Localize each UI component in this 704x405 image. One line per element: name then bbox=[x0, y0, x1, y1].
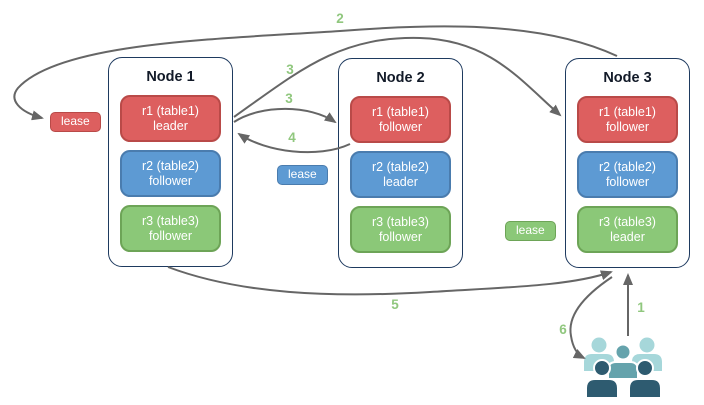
lease-badge-table3: lease bbox=[505, 221, 556, 241]
replica-role: follower bbox=[378, 229, 423, 244]
replica-role: follower bbox=[148, 228, 193, 243]
step-label-6: 6 bbox=[559, 322, 567, 337]
node-3-replica-r2: r2 (table2) follower bbox=[577, 151, 678, 198]
node-2-replica-r1: r1 (table1) follower bbox=[350, 96, 451, 143]
node-1-replica-r1: r1 (table1) leader bbox=[120, 95, 221, 142]
replica-role: follower bbox=[378, 119, 423, 134]
step-label-3a: 3 bbox=[286, 62, 294, 77]
lease-badge-table1: lease bbox=[50, 112, 101, 132]
replica-role: leader bbox=[383, 174, 418, 189]
step-label-1: 1 bbox=[637, 300, 645, 315]
replica-name: r3 (table3) bbox=[372, 214, 429, 229]
node-1-replica-r2: r2 (table2) follower bbox=[120, 150, 221, 197]
arrow-5-node1-to-node3 bbox=[167, 266, 613, 296]
node-3-replica-r3: r3 (table3) leader bbox=[577, 206, 678, 253]
node-3-replica-r1: r1 (table1) follower bbox=[577, 96, 678, 143]
step-label-2: 2 bbox=[336, 11, 344, 26]
step-label-4: 4 bbox=[288, 130, 296, 145]
node-2-replica-r3: r3 (table3) follower bbox=[350, 206, 451, 253]
replica-role: leader bbox=[153, 118, 188, 133]
step-label-3b: 3 bbox=[285, 91, 293, 106]
replica-name: r3 (table3) bbox=[599, 214, 656, 229]
replica-name: r2 (table2) bbox=[372, 159, 429, 174]
step-label-5: 5 bbox=[391, 297, 399, 312]
replica-name: r1 (table1) bbox=[372, 104, 429, 119]
arrow-2-node3-to-lease1 bbox=[13, 25, 618, 121]
replica-name: r3 (table3) bbox=[142, 213, 199, 228]
node-1-title: Node 1 bbox=[146, 69, 195, 85]
replica-name: r1 (table1) bbox=[142, 103, 199, 118]
node-1-replica-r3: r3 (table3) follower bbox=[120, 205, 221, 252]
node-2-title: Node 2 bbox=[376, 70, 425, 86]
users-group-icon bbox=[584, 337, 662, 399]
replica-role: follower bbox=[605, 119, 650, 134]
node-2: Node 2 r1 (table1) follower r2 (table2) … bbox=[338, 58, 463, 268]
lease-badge-table2: lease bbox=[277, 165, 328, 185]
replica-role: follower bbox=[148, 173, 193, 188]
replica-name: r2 (table2) bbox=[599, 159, 656, 174]
node-2-replica-r2: r2 (table2) leader bbox=[350, 151, 451, 198]
replica-role: follower bbox=[605, 174, 650, 189]
node-3: Node 3 r1 (table1) follower r2 (table2) … bbox=[565, 58, 690, 268]
replica-role: leader bbox=[610, 229, 645, 244]
replica-name: r1 (table1) bbox=[599, 104, 656, 119]
node-1: Node 1 r1 (table1) leader r2 (table2) fo… bbox=[108, 57, 233, 267]
arrow-3-node1-to-node2 bbox=[233, 107, 337, 124]
replica-name: r2 (table2) bbox=[142, 158, 199, 173]
node-3-title: Node 3 bbox=[603, 70, 652, 86]
